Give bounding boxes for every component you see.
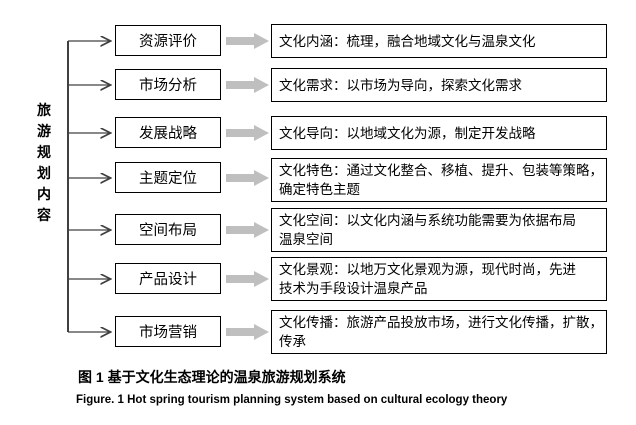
desc-text: 文化导向：以地域文化为源，制定开发战略 bbox=[279, 125, 536, 141]
step-box-resource-evaluation: 资源评价 bbox=[115, 25, 221, 56]
step-label: 发展战略 bbox=[139, 126, 197, 142]
step-box-theme-positioning: 主题定位 bbox=[115, 162, 221, 193]
desc-text: 传承 bbox=[279, 334, 306, 349]
figure-caption-en: Figure. 1 Hot spring tourism planning sy… bbox=[76, 394, 508, 406]
desc-text: 文化需求：以市场为导向，探索文化需求 bbox=[279, 77, 522, 93]
step-box-spatial-layout: 空间布局 bbox=[115, 214, 221, 245]
desc-box-culture-connotation: 文化内涵：梳理，融合地域文化与温泉文化 bbox=[271, 24, 607, 58]
step-label: 空间布局 bbox=[139, 223, 197, 239]
step-label: 主题定位 bbox=[139, 171, 197, 187]
block-arrow bbox=[226, 33, 269, 49]
desc-box-culture-feature: 文化特色：通过文化整合、移植、提升、包装等策略， 确定特色主题 bbox=[271, 158, 607, 202]
block-arrow bbox=[226, 125, 269, 141]
desc-text: 文化空间：以文化内涵与系统功能需要为依据布局 bbox=[279, 213, 576, 228]
desc-text: 温泉空间 bbox=[279, 232, 333, 247]
desc-box-culture-landscape: 文化景观：以地万文化景观为源，现代时尚，先进 技术为手段设计温泉产品 bbox=[271, 257, 607, 301]
step-box-product-design: 产品设计 bbox=[115, 263, 221, 294]
block-arrow bbox=[226, 271, 269, 287]
step-label: 市场营销 bbox=[139, 325, 197, 341]
step-box-development-strategy: 发展战略 bbox=[115, 117, 221, 148]
step-box-marketing: 市场营销 bbox=[115, 316, 221, 347]
step-label: 产品设计 bbox=[139, 272, 197, 288]
left-vertical-label: 旅游规划内容 bbox=[37, 102, 51, 223]
step-label: 市场分析 bbox=[139, 78, 197, 94]
desc-box-culture-communication: 文化传播：旅游产品投放市场，进行文化传播，扩散， 传承 bbox=[271, 310, 607, 354]
figure-caption-zh: 图 1 基于文化生态理论的温泉旅游规划系统 bbox=[78, 369, 346, 385]
step-label: 资源评价 bbox=[139, 34, 197, 50]
desc-text: 确定特色主题 bbox=[279, 182, 360, 197]
block-arrow bbox=[226, 170, 269, 186]
block-arrow bbox=[226, 222, 269, 238]
step-box-market-analysis: 市场分析 bbox=[115, 69, 221, 100]
block-arrow bbox=[226, 324, 269, 340]
block-arrow bbox=[226, 77, 269, 93]
desc-text: 文化景观：以地万文化景观为源，现代时尚，先进 bbox=[279, 262, 576, 277]
desc-text: 文化特色：通过文化整合、移植、提升、包装等策略， bbox=[279, 163, 603, 178]
desc-text: 文化内涵：梳理，融合地域文化与温泉文化 bbox=[279, 33, 536, 49]
desc-text: 技术为手段设计温泉产品 bbox=[279, 281, 428, 296]
desc-box-culture-demand: 文化需求：以市场为导向，探索文化需求 bbox=[271, 68, 607, 102]
desc-box-culture-space: 文化空间：以文化内涵与系统功能需要为依据布局 温泉空间 bbox=[271, 208, 607, 252]
desc-text: 文化传播：旅游产品投放市场，进行文化传播，扩散， bbox=[279, 315, 603, 330]
desc-box-culture-orientation: 文化导向：以地域文化为源，制定开发战略 bbox=[271, 116, 607, 150]
